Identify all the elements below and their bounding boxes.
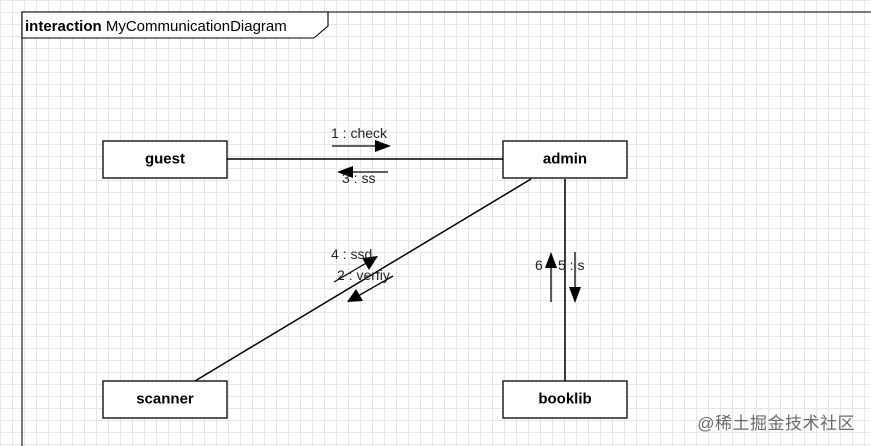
frame-name: MyCommunicationDiagram [106,18,287,35]
message-4-arrow [333,256,378,283]
message-1-label: 1 : check [331,125,388,141]
message-6-arrow [545,252,557,302]
frame-keyword: interaction [25,18,102,35]
lifeline-admin-label: admin [543,151,587,168]
lifeline-booklib[interactable]: booklib [502,380,628,419]
lifeline-scanner-label: scanner [136,391,194,408]
message-3-arrow [337,166,388,178]
lifeline-admin[interactable]: admin [502,140,628,179]
message-5-arrow [569,252,581,303]
message-4-label: 4 : ssd [331,246,372,262]
lifeline-scanner[interactable]: scanner [102,380,228,419]
diagram-frame: interaction MyCommunicationDiagram [21,11,871,446]
message-1-arrow [332,140,391,152]
message-2-arrow [347,275,394,302]
message-6-label: 6 [535,257,543,273]
lifeline-booklib-label: booklib [538,391,591,408]
link-admin-scanner [194,178,532,382]
lifeline-guest-label: guest [145,151,185,168]
message-2-label: 2 : verfiy [337,267,390,283]
message-3-label: 3 : ss [342,170,375,186]
frame-title: interaction MyCommunicationDiagram [25,18,287,35]
lifeline-guest[interactable]: guest [102,140,228,179]
message-5-label: 5 : s [558,257,584,273]
watermark: @稀土掘金技术社区 [697,414,855,433]
